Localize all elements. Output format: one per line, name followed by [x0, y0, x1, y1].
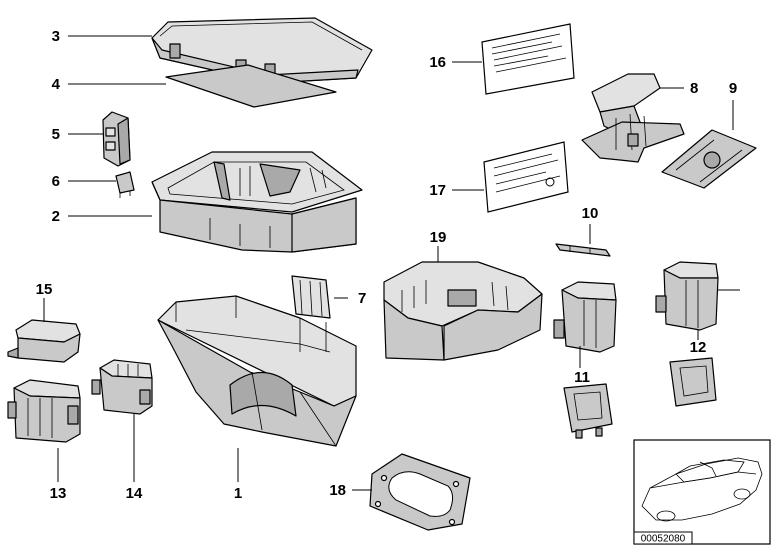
callout-2: 2: [52, 208, 60, 225]
callout-13: 13: [50, 485, 67, 502]
part-16-label: [481, 23, 575, 95]
leader-lines: [43, 35, 740, 491]
part-1-lower-housing: [157, 295, 357, 447]
callout-14: 14: [126, 485, 143, 502]
callout-10: 10: [582, 205, 599, 222]
part-11-relay-socket: [553, 281, 617, 353]
callout-9: 9: [729, 80, 737, 97]
callout-4: 4: [52, 76, 61, 93]
callout-7: 7: [358, 290, 366, 307]
part-2-fuse-box-housing: [151, 151, 363, 253]
part-18-gasket: [369, 453, 471, 531]
callout-17: 17: [429, 182, 446, 199]
part-19-relay-carrier: [383, 261, 543, 361]
part-5-holder: [102, 111, 131, 167]
part-3-cover-lid: [151, 17, 373, 84]
callout-8: 8: [690, 80, 698, 97]
part-12-relay-socket: [655, 261, 719, 331]
part-14-connector: [91, 359, 153, 415]
vehicle-locator-inset: 00052080: [633, 439, 771, 545]
callout-6: 6: [52, 173, 60, 190]
callout-16: 16: [429, 54, 446, 71]
part-15-cap: [7, 319, 81, 363]
part-6-fuse: [115, 171, 135, 198]
part-7-clip: [291, 275, 331, 319]
part-8-bracket: [581, 73, 685, 163]
part-11-relay: [563, 383, 613, 439]
callout-3: 3: [52, 28, 60, 45]
callout-19: 19: [430, 229, 447, 246]
callout-labels: 3 4 5 6 2 15 13 14 1 7 16 17 19 18 8 9 1…: [36, 28, 738, 502]
callout-11: 11: [574, 369, 590, 386]
part-10-strip: [555, 243, 611, 257]
reference-number: 00052080: [641, 534, 686, 545]
part-13-connector: [7, 379, 81, 443]
part-12-relay: [669, 357, 717, 407]
callout-1: 1: [234, 485, 242, 502]
callout-12: 12: [690, 339, 707, 356]
callout-18: 18: [329, 482, 346, 499]
part-9-plate: [661, 129, 757, 189]
part-17-label: [483, 141, 569, 213]
callout-5: 5: [52, 126, 60, 143]
part-4-seal-sheet: [165, 64, 337, 108]
callout-15: 15: [36, 281, 53, 298]
